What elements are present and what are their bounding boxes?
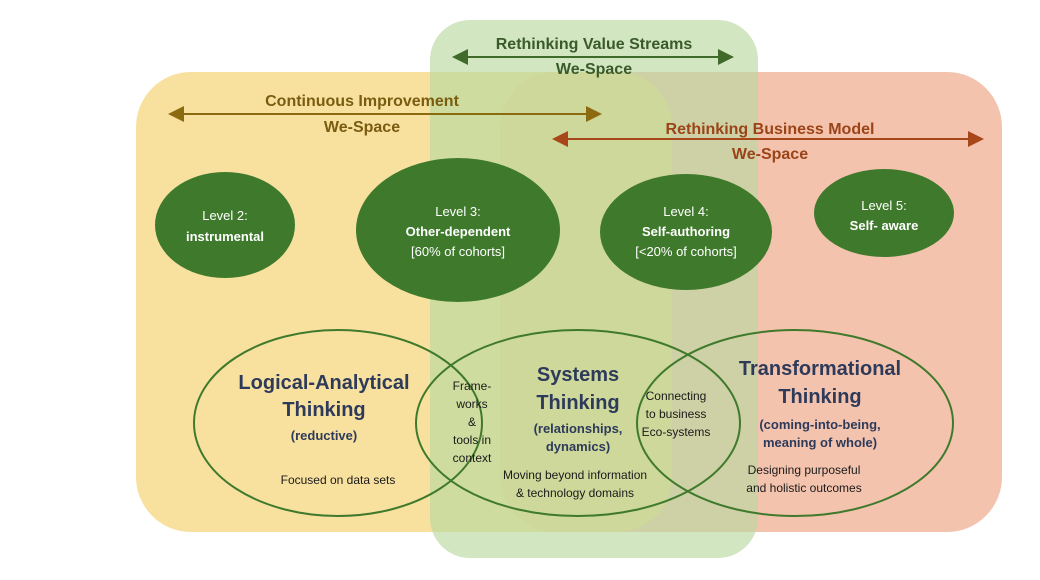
logical-title-line2: Thinking — [282, 399, 365, 421]
continuous-improvement-subtitle: We-Space — [324, 119, 400, 136]
logical-note: Focused on data sets — [281, 473, 396, 487]
logical-subtitle: (reductive) — [291, 428, 357, 443]
systems-note-line1: Moving beyond information — [503, 468, 647, 482]
transformational-subtitle-line1: (coming-into-being, — [759, 417, 880, 432]
level-3-share: [60% of cohorts] — [411, 244, 505, 259]
level-3-node: Level 3: Other-dependent [60% of cohorts… — [356, 158, 560, 302]
level-3-name: Other-dependent — [406, 224, 511, 239]
systems-note-line2: & technology domains — [516, 486, 634, 500]
systems-thinking-ring — [415, 329, 741, 517]
connecting-line: Connecting — [646, 389, 707, 403]
level-2-node: Level 2: instrumental — [155, 172, 295, 278]
frameworks-line: tools in — [453, 433, 491, 447]
connecting-line: Eco-systems — [642, 425, 711, 439]
value-streams-subtitle: We-Space — [556, 61, 632, 78]
transformational-subtitle-line2: meaning of whole) — [763, 435, 877, 450]
frameworks-line: Frame- — [453, 379, 492, 393]
logical-analytical-ring — [193, 329, 483, 517]
level-4-node: Level 4: Self-authoring [<20% of cohorts… — [600, 174, 772, 290]
level-3-label: Level 3: — [435, 204, 481, 219]
transformational-title-line1: Transformational — [739, 358, 901, 380]
business-model-subtitle: We-Space — [732, 146, 808, 163]
level-5-label: Level 5: — [861, 198, 907, 213]
business-model-title: Rethinking Business Model — [666, 121, 875, 138]
systems-subtitle-line2: dynamics) — [546, 439, 610, 454]
value-streams-zone — [430, 20, 758, 558]
transformational-ring — [636, 329, 954, 517]
logical-title-line1: Logical-Analytical — [238, 372, 409, 394]
frameworks-line: context — [453, 451, 492, 465]
level-4-share: [<20% of cohorts] — [635, 244, 737, 259]
frameworks-overlap-text: Frame- works & tools in context — [453, 379, 492, 465]
level-2-label: Level 2: — [202, 208, 248, 223]
continuous-improvement-title: Continuous Improvement — [265, 93, 459, 110]
connecting-line: to business — [646, 407, 707, 421]
level-4-name: Self-authoring — [642, 224, 730, 239]
systems-title-line2: Thinking — [536, 392, 619, 414]
systems-title-line1: Systems — [537, 364, 619, 386]
value-streams-title: Rethinking Value Streams — [496, 36, 693, 53]
transformational-note-line2: and holistic outcomes — [746, 481, 861, 495]
level-5-node: Level 5: Self- aware — [814, 169, 954, 257]
transformational-note-line1: Designing purposeful — [748, 463, 861, 477]
level-2-name: instrumental — [186, 229, 264, 244]
connecting-overlap-text: Connecting to business Eco-systems — [642, 389, 711, 439]
level-5-name: Self- aware — [850, 218, 919, 233]
systems-subtitle-line1: (relationships, — [534, 421, 623, 436]
frameworks-line: works — [455, 397, 487, 411]
frameworks-line: & — [468, 415, 476, 429]
level-4-label: Level 4: — [663, 204, 709, 219]
transformational-title-line2: Thinking — [778, 386, 861, 408]
